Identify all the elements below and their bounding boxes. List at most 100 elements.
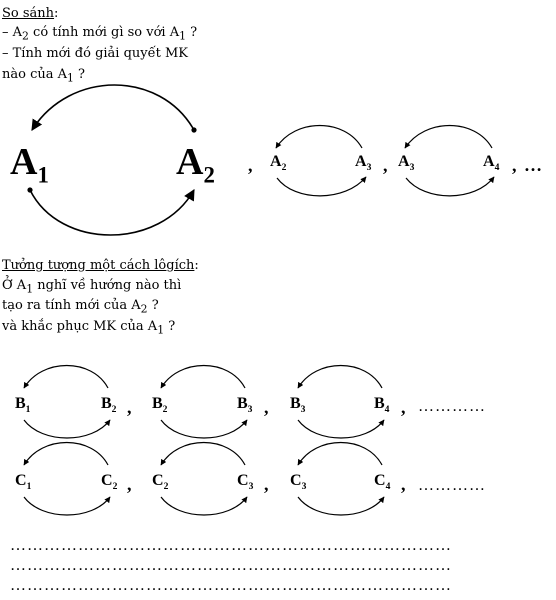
text-part: ? bbox=[73, 67, 86, 82]
compare-question-3: nào của A1 ? bbox=[2, 67, 85, 87]
subscript: 3 bbox=[247, 404, 253, 416]
subscript: 2 bbox=[162, 404, 168, 416]
subscript: 1 bbox=[26, 282, 34, 296]
continuation-dots: ………… bbox=[418, 477, 486, 494]
compare-question-1: – A2 có tính mới gì so với A1 ? bbox=[2, 25, 197, 45]
subscript: 1 bbox=[179, 29, 186, 43]
compare-heading-line: So sánh: bbox=[2, 6, 58, 22]
imagine-heading-colon: : bbox=[194, 258, 199, 273]
letter: A bbox=[483, 153, 495, 170]
subscript: 3 bbox=[366, 162, 372, 174]
subscript: 4 bbox=[385, 481, 391, 493]
label-a2-small: A2 bbox=[270, 153, 287, 174]
letter: B bbox=[290, 395, 301, 412]
comma: , bbox=[512, 155, 517, 175]
imagine-question-1: Ở A1 nghĩ về hướng nào thì bbox=[2, 278, 181, 298]
label-c2: C2 bbox=[152, 472, 169, 493]
letter: B bbox=[237, 395, 248, 412]
label-c1: C1 bbox=[15, 472, 32, 493]
arrow-c4-to-c3 bbox=[297, 442, 383, 466]
text-part: có tính mới gì so với A bbox=[28, 25, 180, 40]
text-part: Ở A bbox=[2, 278, 27, 293]
label-b3: B3 bbox=[237, 395, 253, 416]
letter: A bbox=[176, 141, 204, 183]
letter: A bbox=[355, 153, 367, 170]
arrow-b1-to-b2 bbox=[23, 419, 111, 439]
comma: , bbox=[127, 474, 132, 494]
imagine-question-3: và khắc phục MK của A1 ? bbox=[2, 319, 175, 339]
text-part: – A bbox=[2, 25, 23, 40]
text-part: tạo ra tính mới của A bbox=[2, 298, 141, 313]
subscript: 1 bbox=[67, 71, 74, 85]
subscript: 2 bbox=[281, 162, 287, 174]
arrow-a2-to-a3 bbox=[276, 176, 367, 197]
arrow-c3-to-c4 bbox=[297, 496, 385, 516]
comma: , bbox=[264, 474, 269, 494]
label-a3-small: A3 bbox=[398, 153, 415, 174]
letter: C bbox=[152, 472, 164, 489]
letter: C bbox=[101, 472, 113, 489]
label-c4: C4 bbox=[374, 472, 391, 493]
answer-line-3: …………………………………………………………………… bbox=[10, 577, 452, 594]
label-b4: B4 bbox=[374, 395, 390, 416]
dot-marker bbox=[191, 127, 197, 133]
subscript: 2 bbox=[163, 481, 169, 493]
subscript: 2 bbox=[111, 404, 117, 416]
comma: , bbox=[401, 397, 406, 417]
subscript: 3 bbox=[301, 481, 307, 493]
label-c3: C3 bbox=[290, 472, 307, 493]
text-part: nào của A bbox=[2, 67, 68, 82]
letter: B bbox=[374, 395, 385, 412]
compare-question-2: – Tính mới đó giải quyết MK bbox=[2, 46, 188, 61]
label-c2: C2 bbox=[101, 472, 117, 491]
letter: A bbox=[398, 153, 410, 170]
text-part: ? bbox=[164, 319, 176, 334]
subscript: 1 bbox=[25, 404, 31, 416]
subscript: 4 bbox=[384, 404, 390, 416]
comma: , bbox=[401, 474, 406, 494]
continuation-dots: ………… bbox=[418, 398, 486, 415]
arrow-a1-to-a2 bbox=[29, 189, 195, 236]
imagine-heading: Tưởng tượng một cách lôgích bbox=[2, 258, 195, 273]
text-part: nghĩ về hướng nào thì bbox=[33, 278, 182, 293]
ellipsis: … bbox=[524, 155, 542, 175]
arrow-a2-to-a1 bbox=[31, 84, 195, 131]
subscript: 4 bbox=[494, 162, 500, 174]
arrow-b4-to-b3 bbox=[297, 365, 383, 389]
arrow-c3-to-c2 bbox=[160, 442, 246, 466]
label-c3: C3 bbox=[237, 472, 253, 491]
label-b1: B1 bbox=[15, 395, 31, 416]
subscript: 2 bbox=[22, 29, 29, 43]
letter: B bbox=[152, 395, 163, 412]
label-a1-large: A1 bbox=[10, 140, 49, 186]
label-b2: B2 bbox=[152, 395, 168, 416]
arrow-b2-to-b1 bbox=[23, 365, 109, 389]
arrow-a3-to-a4 bbox=[405, 176, 495, 197]
letter: C bbox=[15, 472, 27, 489]
imagine-question-2: tạo ra tính mới của A2 ? bbox=[2, 298, 159, 318]
subscript: 2 bbox=[140, 302, 148, 316]
imagine-heading-line: Tưởng tượng một cách lôgích: bbox=[2, 258, 199, 274]
dot-marker bbox=[27, 187, 33, 193]
subscript: 3 bbox=[409, 162, 415, 174]
letter: A bbox=[10, 141, 38, 183]
label-b3: B3 bbox=[290, 395, 305, 414]
text-part: ? bbox=[147, 298, 159, 313]
answer-line-1: …………………………………………………………………… bbox=[10, 537, 452, 554]
arrow-b2-to-b3 bbox=[160, 419, 248, 439]
arrow-a3-to-a2 bbox=[275, 125, 363, 149]
text-part: và khắc phục MK của A bbox=[2, 319, 158, 334]
text-part: ? bbox=[185, 25, 198, 40]
label-b2: B2 bbox=[101, 395, 117, 416]
comma: , bbox=[383, 155, 388, 175]
comma: , bbox=[248, 155, 253, 175]
arrow-b3-to-b4 bbox=[297, 419, 385, 439]
arrow-c1-to-c2 bbox=[23, 496, 111, 516]
label-a3-small: A3 bbox=[355, 153, 372, 174]
arrow-c2-to-c3 bbox=[160, 496, 248, 516]
letter: C bbox=[237, 472, 249, 489]
subscript: 1 bbox=[26, 481, 32, 493]
arrow-b3-to-b2 bbox=[160, 365, 246, 389]
